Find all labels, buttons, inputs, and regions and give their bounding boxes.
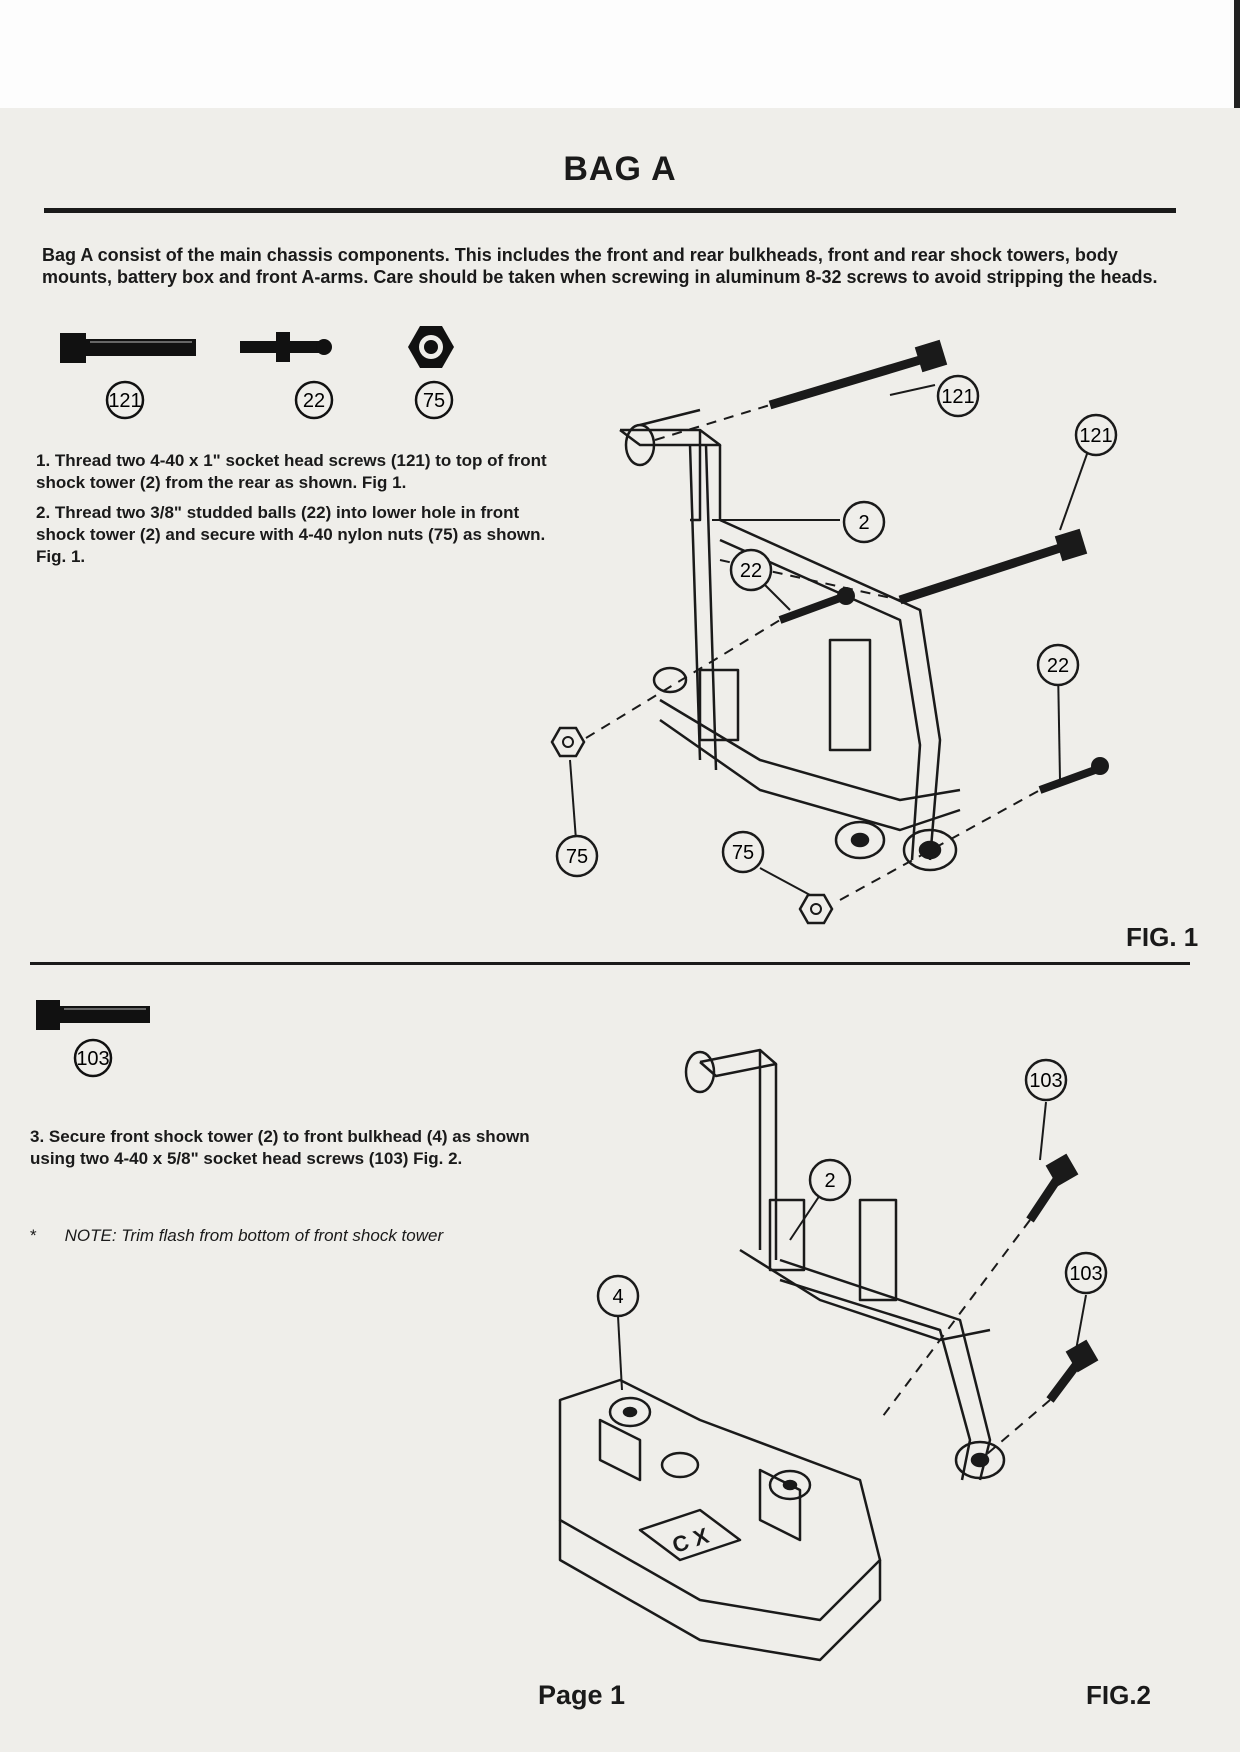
fig1-ball-22-b: [1038, 757, 1109, 794]
fig1-callout-2: 2: [842, 500, 886, 544]
paper-sheet: [0, 108, 1240, 1752]
figure-1-label: FIG. 1: [1126, 922, 1199, 952]
figure-2-label: FIG.2: [1086, 1680, 1152, 1710]
studded-ball-icon: [240, 332, 332, 362]
part-103-label: 103: [73, 1038, 113, 1078]
svg-text:75: 75: [423, 390, 445, 412]
note-text: NOTE: Trim flash from bottom of front sh…: [64, 1226, 444, 1245]
svg-text:103: 103: [1069, 1263, 1102, 1285]
part-121-label: 121: [105, 380, 145, 420]
svg-text:2: 2: [858, 512, 869, 534]
svg-text:2: 2: [824, 1170, 835, 1192]
fig2-callout-103-a: 103: [1024, 1058, 1068, 1102]
svg-text:22: 22: [303, 390, 325, 412]
fig1-callout-121-b: 121: [1074, 413, 1118, 457]
section-rule: [30, 962, 1190, 965]
step-3: 3. Secure front shock tower (2) to front…: [30, 1127, 530, 1168]
note-marker: *: [30, 1226, 37, 1245]
svg-text:121: 121: [941, 386, 974, 408]
fig1-callout-22-b: 22: [1036, 643, 1080, 687]
fig1-screw-121-b: [898, 528, 1088, 605]
socket-head-screw-icon: [60, 333, 196, 363]
title-rule: [44, 208, 1176, 213]
fig2-callout-4: 4: [596, 1274, 640, 1318]
page-title: BAG A: [563, 150, 677, 188]
fig1-callout-75-a: 75: [555, 834, 599, 878]
svg-text:103: 103: [1029, 1070, 1062, 1092]
page-number: Page 1: [538, 1680, 626, 1710]
fig1-callout-22-a: 22: [729, 548, 773, 592]
fig1-nut-75-b: [798, 893, 834, 925]
step-1: 1. Thread two 4-40 x 1" socket head scre…: [36, 451, 547, 492]
fig1-callout-75-b: 75: [721, 830, 765, 874]
svg-text:75: 75: [566, 846, 588, 868]
fig1-ball-22-a: [778, 587, 855, 624]
svg-text:22: 22: [1047, 655, 1069, 677]
fig2-screw-103-a: [1026, 1153, 1079, 1223]
scanner-edge: [1234, 0, 1240, 108]
fig1-screw-121-a: [768, 339, 948, 410]
part-22-label: 22: [294, 380, 334, 420]
fig2-screw-103-b: [1046, 1339, 1099, 1403]
svg-text:4: 4: [612, 1286, 623, 1308]
svg-text:121: 121: [108, 390, 141, 412]
svg-text:121: 121: [1079, 425, 1112, 447]
svg-text:75: 75: [732, 842, 754, 864]
fig2-callout-2: 2: [808, 1158, 852, 1202]
page-top-margin: [0, 0, 1240, 108]
part-75-label: 75: [414, 380, 454, 420]
fig2-callout-103-b: 103: [1064, 1251, 1108, 1295]
intro-paragraph: Bag A consist of the main chassis compon…: [42, 245, 1158, 287]
nylon-nut-icon: [408, 326, 454, 368]
note: * NOTE: Trim flash from bottom of front s…: [30, 1226, 443, 1246]
fig1-nut-75-a: [550, 726, 586, 758]
svg-text:22: 22: [740, 560, 762, 582]
svg-text:103: 103: [76, 1048, 109, 1070]
step-2: 2. Thread two 3/8" studded balls (22) in…: [36, 503, 546, 566]
short-socket-screw-icon: [36, 1000, 150, 1030]
fig1-callout-121-a: 121: [936, 374, 980, 418]
